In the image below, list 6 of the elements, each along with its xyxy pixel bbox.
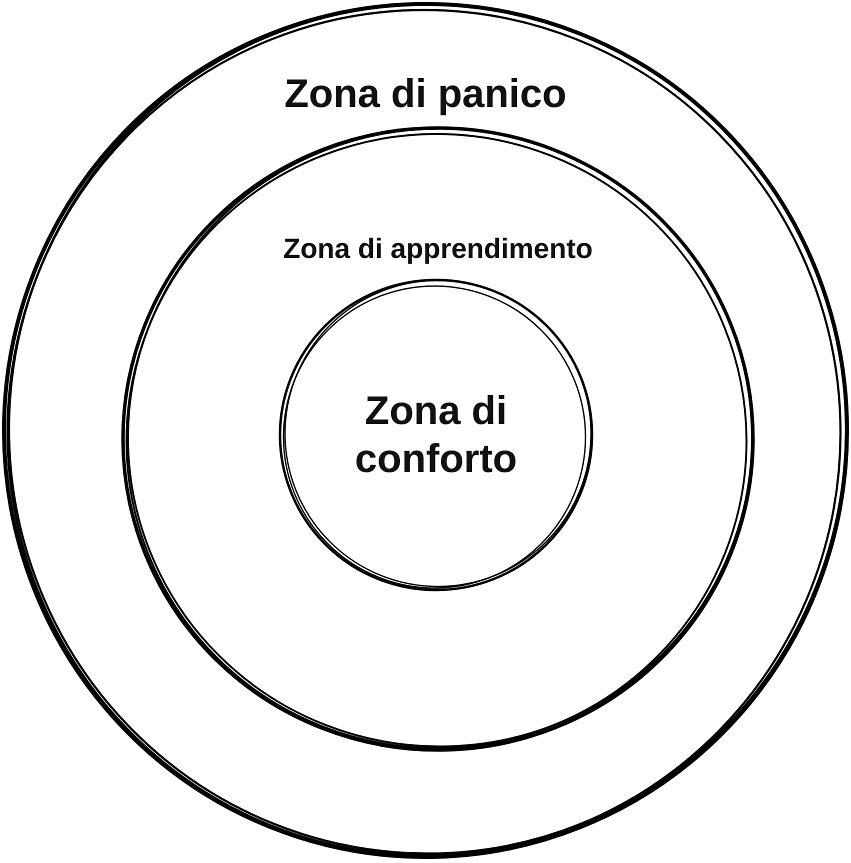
zone-label: Zona di panico (284, 71, 567, 118)
zone-circle (4, 4, 847, 857)
zone-circle (280, 280, 592, 590)
zone-label: Zona di conforto (354, 388, 518, 483)
zone-circle (123, 128, 753, 750)
zone-label: Zona di apprendimento (283, 232, 593, 266)
